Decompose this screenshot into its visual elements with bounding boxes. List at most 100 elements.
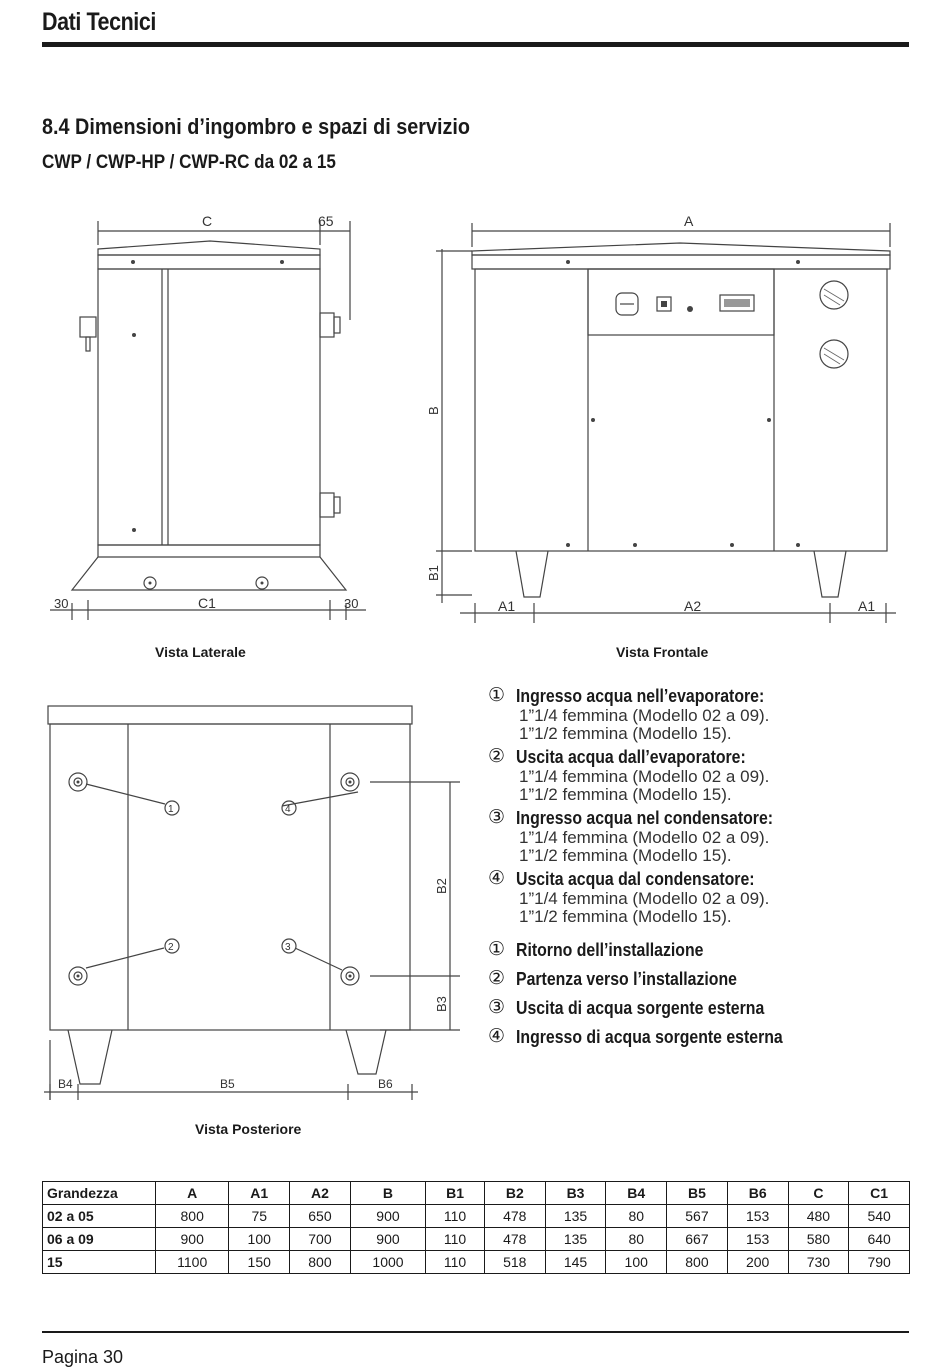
page-number: Pagina 30 [42, 1347, 124, 1367]
table-cell: 75 [228, 1204, 291, 1228]
table-cell: 518 [483, 1250, 546, 1274]
table-cell: 110 [425, 1250, 485, 1274]
side-view-drawing: C 65 C1 30 30 [50, 213, 366, 620]
column-header: B4 [605, 1181, 668, 1205]
table-cell: 15 [42, 1250, 156, 1274]
table-cell: 567 [666, 1204, 728, 1228]
dim-label-30-right: 30 [344, 596, 358, 611]
table-cell: 100 [605, 1250, 668, 1274]
table-cell: 900 [154, 1227, 230, 1251]
column-header: B5 [666, 1181, 728, 1205]
table-cell: 153 [726, 1227, 789, 1251]
footer-rule [42, 1331, 909, 1333]
table-cell: 540 [848, 1204, 910, 1228]
table-cell: 100 [228, 1227, 291, 1251]
table-cell: 110 [425, 1204, 485, 1228]
dim-label-b5: B5 [220, 1077, 235, 1091]
table-cell: 790 [848, 1250, 910, 1274]
rear-view-drawing: 1 2 3 4 B2 B3 B4 B5 B6 [44, 705, 460, 1100]
legend-title: Uscita acqua dall’evaporatore: [516, 747, 746, 767]
dim-label-b3: B3 [434, 996, 449, 1012]
dim-label-a2: A2 [684, 598, 701, 614]
table-cell: 153 [726, 1204, 789, 1228]
section-title: 8.4 Dimensioni d’ingombro e spazi di ser… [42, 114, 470, 139]
table-cell: 80 [605, 1204, 668, 1228]
table-cell: 650 [289, 1204, 351, 1228]
dim-label-b1: B1 [426, 565, 441, 581]
dim-label-b4: B4 [58, 1077, 73, 1091]
legend-number: ③ [488, 807, 506, 828]
legend-line: 1”1/2 femmina (Modello 15). [519, 785, 732, 804]
table-cell: 800 [666, 1250, 728, 1274]
table-cell: 900 [349, 1227, 427, 1251]
legend-title: Uscita di acqua sorgente esterna [516, 998, 765, 1018]
dim-label-b6: B6 [378, 1077, 393, 1091]
column-header: C1 [848, 1181, 910, 1205]
legend-title: Ingresso di acqua sorgente esterna [516, 1027, 783, 1047]
legend-title: Ingresso acqua nel condensatore: [516, 808, 774, 828]
column-header: B2 [483, 1181, 546, 1205]
legend-item: ③ Ingresso acqua nel condensatore: 1”1/4… [488, 808, 908, 865]
legend-number: ① [488, 685, 506, 706]
legend-line: 1”1/4 femmina (Modello 02 a 09). [519, 828, 770, 847]
legend-number: ② [488, 746, 506, 767]
table-cell: 580 [787, 1227, 850, 1251]
table-cell: 06 a 09 [42, 1227, 156, 1251]
legend-line: 1”1/4 femmina (Modello 02 a 09). [519, 767, 770, 786]
legend-title: Ingresso acqua nell’evaporatore: [516, 686, 765, 706]
caption-side-view: Vista Laterale [155, 644, 246, 660]
column-header: C [787, 1181, 850, 1205]
header-rule [42, 42, 909, 47]
legend-number: ④ [488, 1026, 506, 1047]
dimensions-table: Grandezza A A1 A2 B B1 B2 B3 B4 B5 B6 C … [42, 1181, 910, 1274]
legend-number: ④ [488, 868, 506, 889]
column-header: B [349, 1181, 427, 1205]
table-cell: 640 [848, 1227, 910, 1251]
table-cell: 800 [154, 1204, 230, 1228]
column-header: B1 [425, 1181, 485, 1205]
legend-number: ③ [488, 997, 506, 1018]
rc-legend: ① Ritorno dell’installazione ② Partenza … [488, 940, 908, 1048]
table-cell: 730 [787, 1250, 850, 1274]
connections-legend: ① Ingresso acqua nell’evaporatore: 1”1/4… [488, 686, 908, 1056]
dim-label-c1: C1 [198, 595, 216, 611]
table-cell: 02 a 05 [42, 1204, 156, 1228]
legend-item: ④ Ingresso di acqua sorgente esterna [488, 1027, 908, 1048]
dim-label-a1-left: A1 [498, 598, 515, 614]
table-cell: 1100 [154, 1250, 230, 1274]
section-subtitle: CWP / CWP-HP / CWP-RC da 02 a 15 [42, 152, 336, 173]
legend-title: Partenza verso l’installazione [516, 969, 737, 989]
rear-callout-2: 2 [168, 942, 174, 953]
column-header: A1 [228, 1181, 291, 1205]
rear-callout-4: 4 [285, 804, 291, 815]
legend-line: 1”1/4 femmina (Modello 02 a 09). [519, 889, 770, 908]
column-header: B3 [544, 1181, 607, 1205]
legend-line: 1”1/2 femmina (Modello 15). [519, 907, 732, 926]
table-cell: 135 [544, 1204, 607, 1228]
table-row: 15 1100 150 800 1000 110 518 145 100 800… [42, 1250, 910, 1274]
table-header-row: Grandezza A A1 A2 B B1 B2 B3 B4 B5 B6 C … [42, 1181, 910, 1205]
legend-item: ② Uscita acqua dall’evaporatore: 1”1/4 f… [488, 747, 908, 804]
legend-number: ① [488, 939, 506, 960]
table-cell: 1000 [349, 1250, 427, 1274]
rear-callout-1: 1 [168, 804, 174, 815]
table-cell: 80 [605, 1227, 668, 1251]
dim-label-30-left: 30 [54, 596, 68, 611]
dim-label-b2: B2 [434, 878, 449, 894]
table-cell: 800 [289, 1250, 351, 1274]
dim-label-c: C [202, 213, 212, 229]
legend-line: 1”1/2 femmina (Modello 15). [519, 846, 732, 865]
column-header: A2 [289, 1181, 351, 1205]
table-cell: 700 [289, 1227, 351, 1251]
table-row: 06 a 09 900 100 700 900 110 478 135 80 6… [42, 1227, 910, 1251]
page-header-title: Dati Tecnici [42, 8, 156, 36]
column-header: Grandezza [42, 1181, 156, 1205]
column-header: A [154, 1181, 230, 1205]
dim-label-a1-right: A1 [858, 598, 875, 614]
caption-rear-view: Vista Posteriore [195, 1121, 302, 1137]
table-cell: 200 [726, 1250, 789, 1274]
rear-callout-3: 3 [285, 942, 291, 953]
legend-title: Ritorno dell’installazione [516, 940, 704, 960]
legend-line: 1”1/4 femmina (Modello 02 a 09). [519, 706, 770, 725]
dim-label-c-65: 65 [318, 213, 334, 229]
